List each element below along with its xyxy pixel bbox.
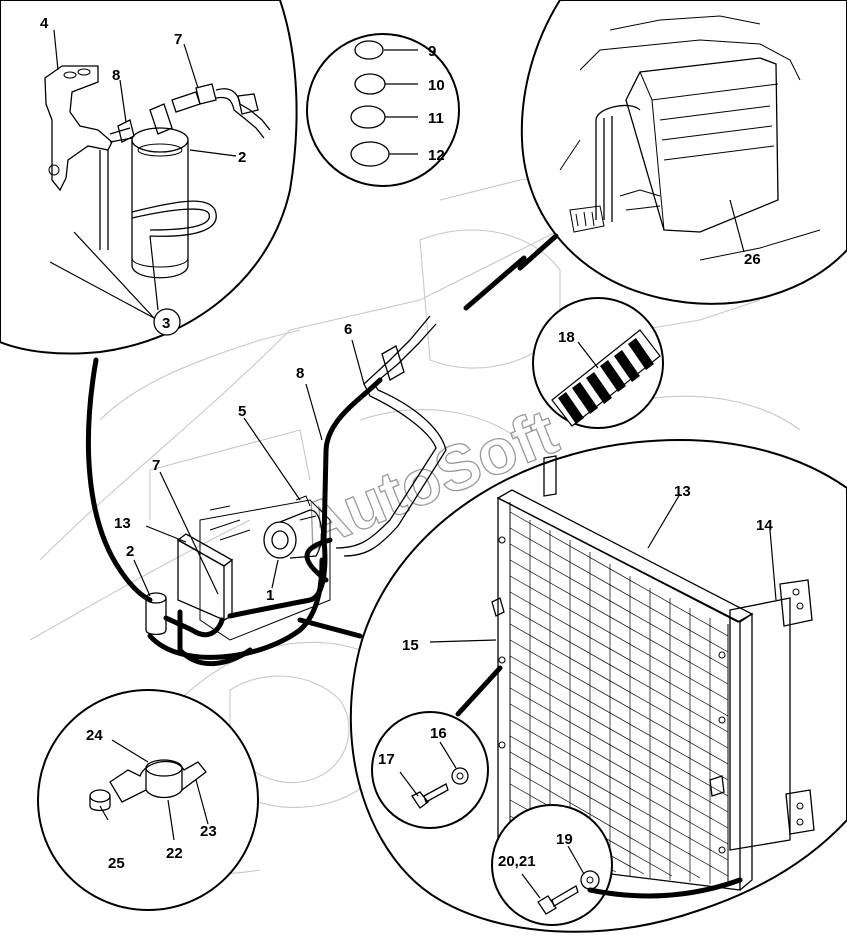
callout-24: 24 [86, 727, 103, 744]
o-ring-9 [354, 40, 384, 60]
insulation-tape-detail [532, 297, 664, 429]
callout-20-21: 20,21 [498, 853, 536, 870]
callout-22: 22 [166, 845, 183, 862]
callout-7-detail: 7 [174, 31, 182, 48]
callout-11: 11 [428, 110, 444, 127]
callout-13-main: 13 [114, 515, 131, 532]
callout-7-main: 7 [152, 457, 160, 474]
callout-8-main: 8 [296, 365, 304, 382]
callout-5: 5 [238, 403, 246, 420]
callout-25: 25 [108, 855, 125, 872]
callout-23: 23 [200, 823, 217, 840]
callout-4: 4 [40, 15, 49, 32]
callout-15: 15 [402, 637, 419, 654]
callout-3-ring [153, 308, 181, 336]
callout-8-detail: 8 [112, 67, 120, 84]
callout-10: 10 [428, 77, 445, 94]
pipe-clip-detail [37, 689, 259, 911]
callout-14: 14 [756, 517, 773, 534]
callout-19: 19 [556, 831, 573, 848]
main-assembly [85, 233, 743, 899]
leader-lines [49, 29, 777, 899]
callout-12: 12 [428, 147, 445, 164]
o-rings-detail [306, 33, 460, 187]
callout-18: 18 [558, 329, 575, 346]
callout-labels: 4 7 8 2 3 9 10 11 12 26 18 6 8 5 7 13 2 … [40, 15, 773, 872]
callout-6: 6 [344, 321, 352, 338]
callout-17: 17 [378, 751, 395, 768]
callout-26: 26 [744, 251, 761, 268]
callout-3: 3 [162, 315, 170, 332]
evaporator-detail [520, 0, 847, 305]
callout-13-condenser: 13 [674, 483, 691, 500]
callout-9: 9 [428, 43, 436, 60]
callout-16: 16 [430, 725, 447, 742]
callout-1: 1 [266, 587, 274, 604]
callout-2-detail: 2 [238, 149, 246, 166]
bolt-19-20-21-detail [491, 804, 613, 926]
condenser-detail [349, 438, 847, 933]
receiver-drier-detail [0, 0, 298, 355]
bolt-16-17-detail [371, 711, 489, 829]
callout-2-main: 2 [126, 543, 134, 560]
